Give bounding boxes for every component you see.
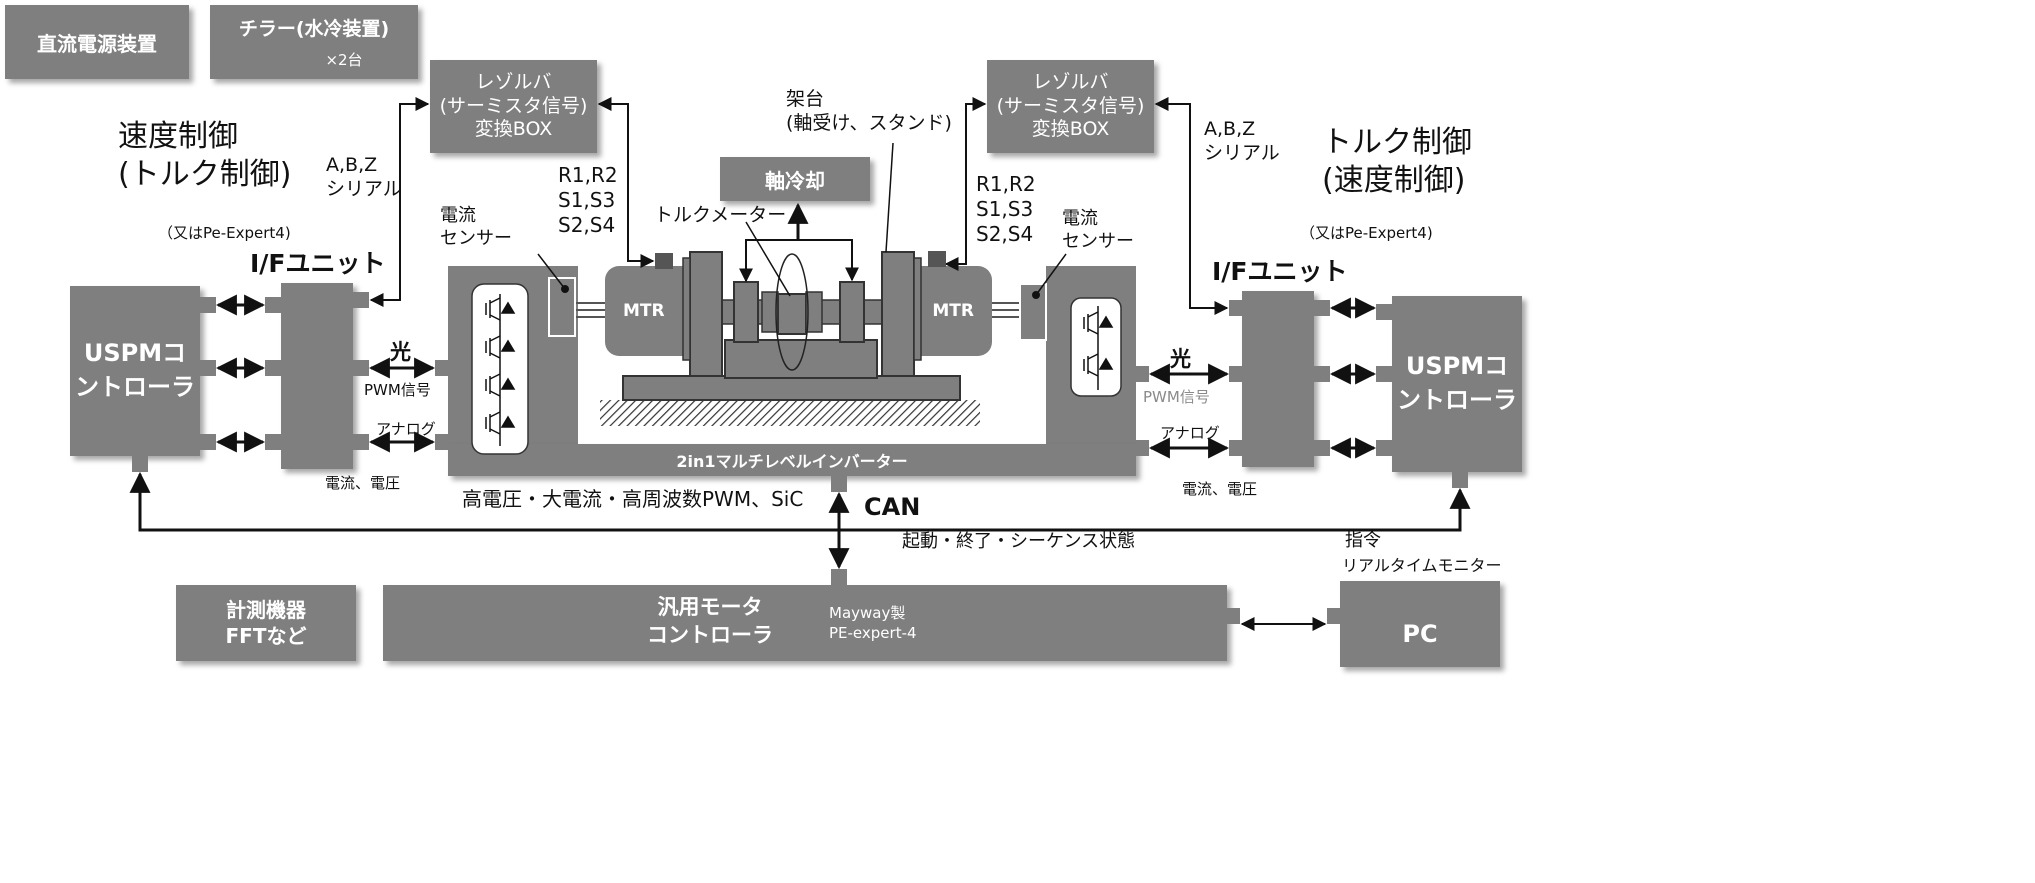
right-resolver-signals: R1,R2 S1,S3 S2,S4 [976,172,1036,246]
general-motor-controller [383,585,1227,661]
can-status-label: 起動・終了・シーケンス状態 [902,531,1136,552]
can-bus [129,471,1471,631]
right-alt-controller: （又はPe-Expert4) [1300,224,1433,242]
dc-power-supply-label: 直流電源装置 [37,31,157,56]
test-bench [600,142,980,426]
abz-links [369,97,1229,315]
left-analog-label: アナログ [376,420,436,438]
left-control-mode: 速度制御 (トルク制御) [118,119,292,192]
chiller-count: ×2台 [325,51,363,69]
inverter-spec-label: 高電圧・大電流・高周波数PWM、SiC [462,487,804,511]
encoder-right [928,251,946,267]
left-resolver-signals: R1,R2 S1,S3 S2,S4 [558,163,618,237]
chiller-label: チラー(水冷装置) [238,18,390,40]
right-if-unit-label: I/Fユニット [1212,257,1348,286]
motor-left: MTR [605,266,697,356]
right-analog-label: アナログ [1160,424,1220,442]
command-label: 指令 [1345,530,1381,551]
motor-right-label: MTR [932,301,974,321]
right-light-label: 光 [1170,347,1191,371]
resolver-box-right-label: レゾルバ (サーミスタ信号) 変換BOX [996,70,1145,141]
left-connector-tabs [132,292,1340,624]
igbt-panel-right [1070,297,1122,397]
pc-label: PC [1402,620,1438,648]
encoder-left [655,253,673,269]
left-abz-label: A,B,Z シリアル [326,154,402,200]
controller-links [215,294,1377,459]
left-light-label: 光 [390,340,411,364]
torque-meter-label: トルクメーター [654,204,787,226]
uspm-controller-right-label: USPMコ ントローラ [1397,352,1517,414]
motor-cables [575,302,1020,318]
general-motor-controller-label: 汎用モータ コントローラ [647,595,773,648]
measuring-instruments-label: 計測機器 FFTなど [225,598,307,648]
left-current-sensor-label: 電流 センサー [440,205,512,249]
resolver-box-right: レゾルバ (サーミスタ信号) 変換BOX [987,60,1154,153]
dc-power-supply-box: 直流電源装置 [5,5,189,79]
monitor-label: リアルタイムモニター [1342,556,1502,575]
motor-left-label: MTR [623,301,665,321]
uspm-controller-right: USPMコ ントローラ [1392,296,1522,472]
resolver-box-left-label: レゾルバ (サーミスタ信号) 変換BOX [439,70,588,141]
left-if-unit-label: I/Fユニット [250,249,386,278]
uspm-controller-left-label: USPMコ ントローラ [75,339,195,401]
right-pwm-label: PWM信号 [1143,388,1210,406]
resolver-box-left: レゾルバ (サーミスタ信号) 変換BOX [430,60,597,153]
left-current-voltage: 電流、電圧 [325,474,401,492]
inverter-label: 2in1マルチレベルインバーター [676,452,908,471]
floor-hatch [600,400,980,426]
uspm-controller-left: USPMコ ントローラ [70,286,200,456]
left-alt-controller: （又はPe-Expert4) [158,224,291,242]
pc-box: PC [1340,581,1500,667]
igbt-panel-left [471,283,529,455]
right-connector-tabs [1136,300,1468,488]
right-control-mode: トルク制御 (速度制御) [1322,125,1472,198]
left-pwm-label: PWM信号 [364,381,431,399]
shaft-cooling-label: 軸冷却 [765,168,825,193]
maker-label: Mayway製 PE-expert-4 [829,604,917,642]
chiller-box: チラー(水冷装置) ×2台 [210,5,418,79]
if-unit-left [281,283,353,469]
shaft-cooling-box: 軸冷却 [720,157,870,201]
right-abz-label: A,B,Z シリアル [1204,118,1280,164]
measuring-instruments-box: 計測機器 FFTなど [176,585,356,661]
right-current-sensor-label: 電流 センサー [1062,208,1134,252]
stand-label: 架台 (軸受け、スタンド) [786,88,952,134]
inverter-base: 2in1マルチレベルインバーター [448,444,1136,476]
can-label: CAN [864,493,921,521]
if-unit-right [1242,291,1314,467]
right-current-voltage: 電流、電圧 [1182,480,1258,498]
